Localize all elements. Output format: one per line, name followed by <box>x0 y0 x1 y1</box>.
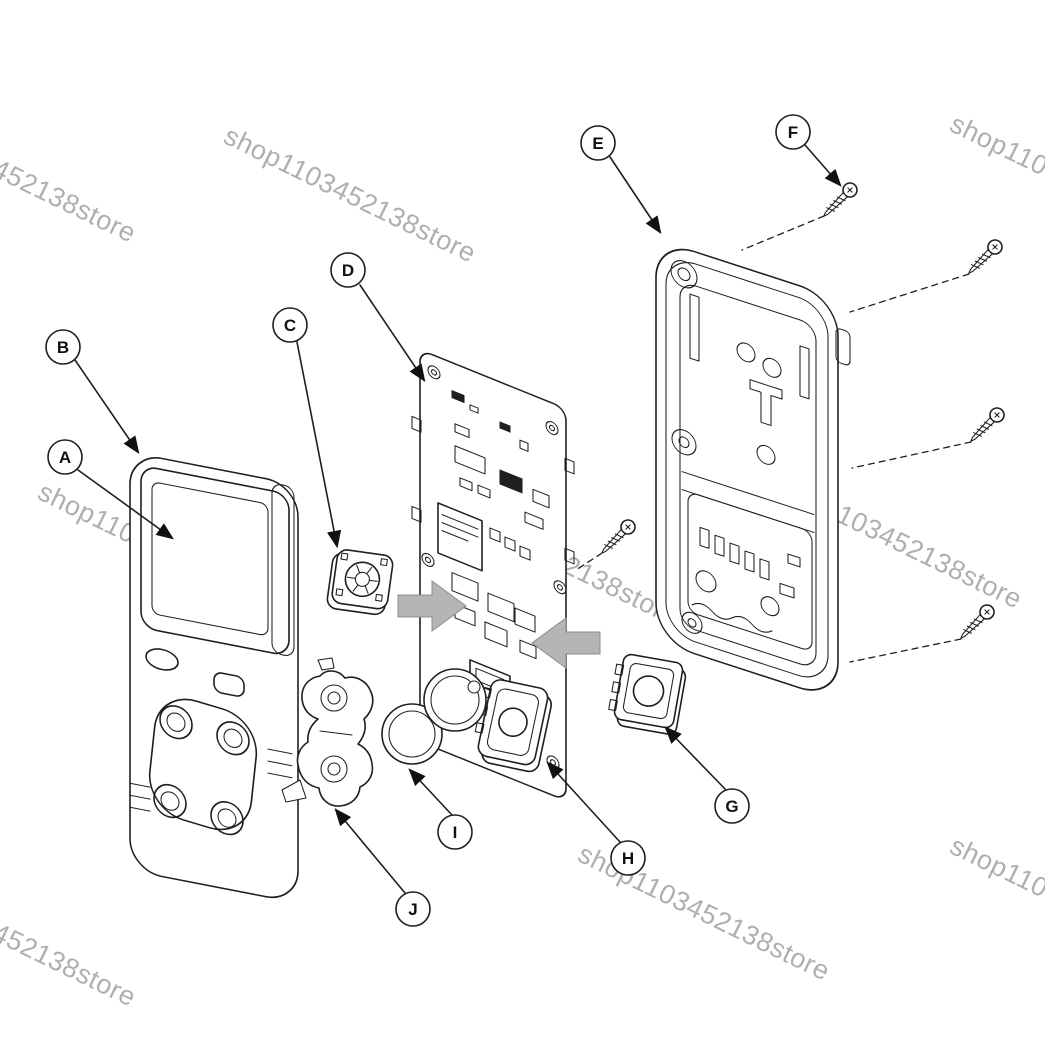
callout-letter: J <box>408 900 417 919</box>
button-oval <box>145 648 179 671</box>
leader-h <box>546 761 621 843</box>
assembly-arrow-right <box>397 580 467 632</box>
side-panel <box>271 484 295 656</box>
leader-e <box>609 156 662 234</box>
callout-e: E <box>580 125 616 161</box>
callout-g: G <box>714 788 750 824</box>
callout-labels: A B C D E F G H <box>45 114 811 927</box>
sensor-module <box>326 549 394 616</box>
callout-j: J <box>395 891 431 927</box>
callout-letter: B <box>57 338 69 357</box>
side-clip <box>835 328 851 366</box>
sensor-grill <box>148 698 258 831</box>
leader-d <box>359 284 426 382</box>
leader-c <box>296 341 342 549</box>
button-square <box>213 672 245 697</box>
filter-plate <box>608 653 687 735</box>
callout-c: C <box>272 307 308 343</box>
callout-leaders <box>74 144 842 894</box>
screw-boss-t <box>749 379 783 427</box>
callout-i: I <box>437 814 473 850</box>
leader-f <box>804 144 842 187</box>
leader-j <box>334 808 406 894</box>
display-bezel <box>140 467 290 655</box>
watermark-text: shop1103452138store <box>0 864 141 1012</box>
callout-a: A <box>47 439 83 475</box>
leader-g <box>664 726 727 791</box>
screw-guide-line <box>741 215 825 251</box>
leader-b <box>74 359 140 454</box>
screw-guide-line <box>849 638 962 663</box>
callout-h: H <box>610 840 646 876</box>
callout-b: B <box>45 329 81 365</box>
cylindrical-sensors <box>381 668 487 765</box>
manifold-gasket <box>281 657 374 807</box>
watermark-text: shop1103452138store <box>219 120 480 268</box>
callout-letter: A <box>59 448 71 467</box>
watermark-text: shop1103452138store <box>945 108 1045 256</box>
display-window <box>151 482 269 636</box>
vent-lines-left <box>129 782 151 812</box>
assembly-arrow-left <box>531 617 601 669</box>
callout-letter: C <box>284 316 296 335</box>
callout-letter: F <box>788 123 798 142</box>
screw-guide-line <box>851 441 972 469</box>
screw-guide-line <box>849 273 970 313</box>
watermark-text: shop1103452138store <box>0 100 141 248</box>
callout-letter: E <box>592 134 603 153</box>
leader-i <box>408 768 453 816</box>
callout-letter: G <box>725 797 738 816</box>
rear-housing <box>655 248 851 691</box>
screw <box>960 604 995 639</box>
screws <box>575 182 1005 663</box>
screw <box>970 407 1005 442</box>
screw <box>968 239 1003 274</box>
callout-d: D <box>330 252 366 288</box>
leader-a <box>77 469 174 540</box>
watermark-text: shop1103452138store <box>945 830 1045 978</box>
callout-letter: I <box>453 823 458 842</box>
callout-letter: D <box>342 261 354 280</box>
sensor-retainer <box>474 679 553 773</box>
screw-guide-line <box>575 552 603 571</box>
front-housing <box>129 457 299 899</box>
screw <box>601 519 636 554</box>
screw <box>823 182 858 217</box>
callout-letter: H <box>622 849 634 868</box>
callout-f: F <box>775 114 811 150</box>
vent-lines-right <box>267 748 293 779</box>
